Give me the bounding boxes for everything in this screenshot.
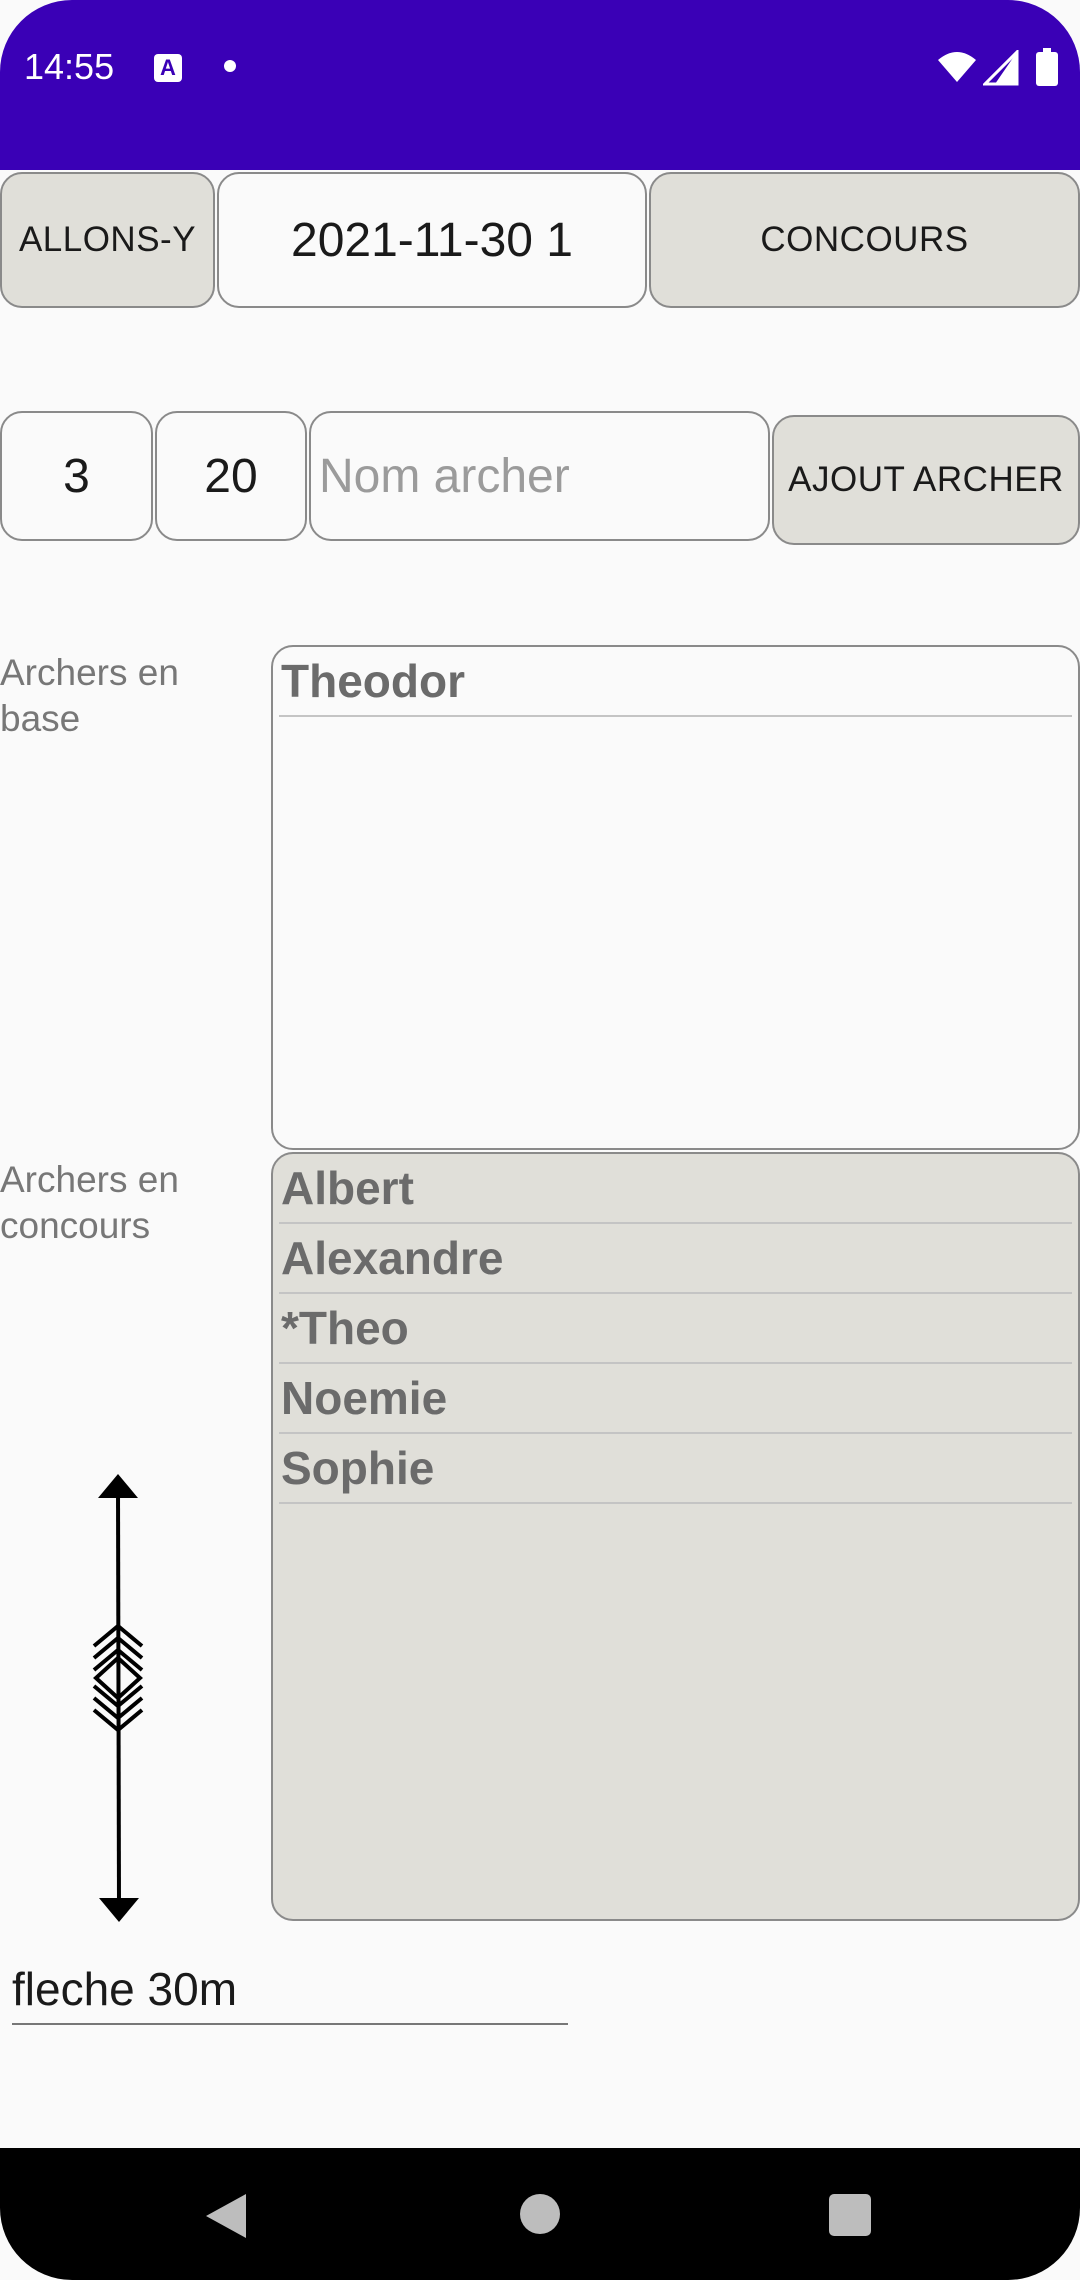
list-item[interactable]: Noemie [279,1364,1072,1434]
signal-icon [983,50,1019,86]
list-item[interactable]: Sophie [279,1434,1072,1504]
list-item[interactable]: Theodor [279,647,1072,717]
battery-icon [1036,48,1058,86]
a-icon: A [154,54,182,82]
arrow-description-input[interactable]: fleche 30m [12,1955,568,2025]
number-field-b[interactable]: 20 [155,411,307,541]
back-icon[interactable] [204,2192,248,2240]
concours-button[interactable]: CONCOURS [649,172,1080,308]
base-archers-list[interactable]: Theodor [271,645,1080,1150]
home-icon[interactable] [520,2194,560,2234]
allons-y-button[interactable]: ALLONS-Y [0,172,215,308]
dot-icon [224,60,236,72]
list-item[interactable]: Alexandre [279,1224,1072,1294]
date-field[interactable]: 2021-11-30 1 [217,172,647,308]
archer-name-input[interactable]: Nom archer [309,411,770,541]
navigation-bar [0,2148,1080,2280]
status-bar: 14:55 A [0,0,1080,170]
contest-archers-list[interactable]: Albert Alexandre *Theo Noemie Sophie [271,1152,1080,1921]
list-item[interactable]: Albert [279,1154,1072,1224]
list-item[interactable]: *Theo [279,1294,1072,1364]
wifi-icon [938,52,976,82]
recents-icon[interactable] [829,2194,871,2236]
contest-archers-label: Archers en concours [0,1159,179,1246]
status-time: 14:55 [24,46,115,87]
base-archers-label: Archers en base [0,652,179,739]
arrow-icon[interactable] [80,1470,160,1925]
number-field-a[interactable]: 3 [0,411,153,541]
add-archer-button[interactable]: AJOUT ARCHER [772,415,1080,545]
